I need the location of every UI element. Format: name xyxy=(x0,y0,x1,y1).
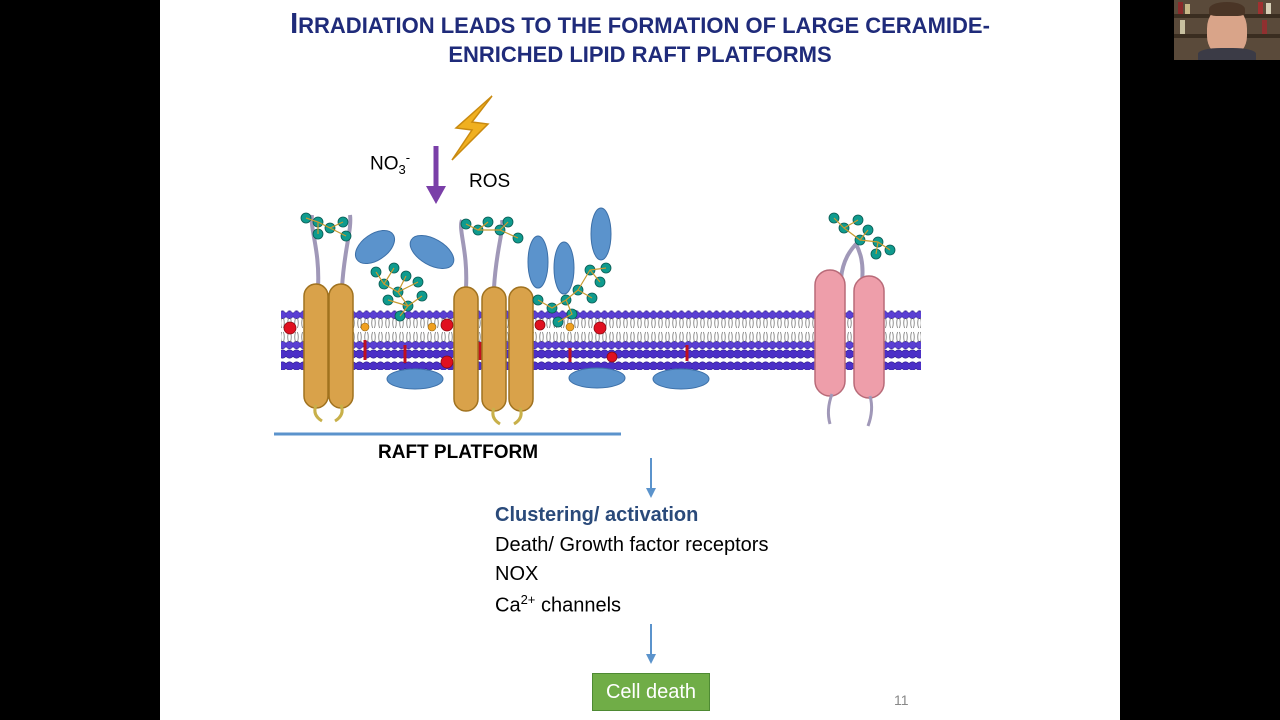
presenter-hair xyxy=(1209,2,1245,16)
down-arrow-icon xyxy=(426,146,446,204)
yellow-heads xyxy=(360,322,575,332)
ceramide-tails xyxy=(363,340,689,363)
list-item-nox: NOX xyxy=(495,563,539,585)
presenter-shirt xyxy=(1198,48,1256,60)
book xyxy=(1185,4,1190,14)
raft-platform-label: RAFT PLATFORM xyxy=(378,442,539,463)
no3-label: NO3- xyxy=(370,150,411,178)
slide-title-line1: IRRADIATION LEADS TO THE FORMATION OF LA… xyxy=(290,8,990,40)
book xyxy=(1266,3,1271,14)
book xyxy=(1258,2,1263,14)
page-number: 11 xyxy=(894,692,909,708)
webcam-presenter xyxy=(1174,0,1280,60)
blue-proteins xyxy=(354,207,710,390)
cell-death-box: Cell death xyxy=(592,673,710,711)
flow-arrow-1 xyxy=(646,458,656,498)
flow-arrow-2 xyxy=(646,624,656,664)
membrane-diagram xyxy=(274,95,921,664)
receptor-orange-2 xyxy=(453,219,534,426)
ros-label: ROS xyxy=(469,171,511,192)
book xyxy=(1262,20,1267,34)
list-item-death-receptors: Death/ Growth factor receptors xyxy=(495,534,769,556)
list-item-ca-channels: Ca2+ channels xyxy=(495,592,622,617)
clustering-heading: Clustering/ activation xyxy=(495,504,699,526)
slide-title-line2: ENRICHED LIPID RAFT PLATFORMS xyxy=(448,42,832,67)
glycan-links xyxy=(305,217,891,323)
receptor-orange-1 xyxy=(303,214,354,423)
receptor-pink xyxy=(814,240,885,427)
book xyxy=(1178,2,1183,14)
lightning-icon xyxy=(451,95,493,161)
slide: IRRADIATION LEADS TO THE FORMATION OF LA… xyxy=(160,0,1120,720)
ceramide-heads xyxy=(283,318,618,369)
book xyxy=(1180,20,1185,34)
